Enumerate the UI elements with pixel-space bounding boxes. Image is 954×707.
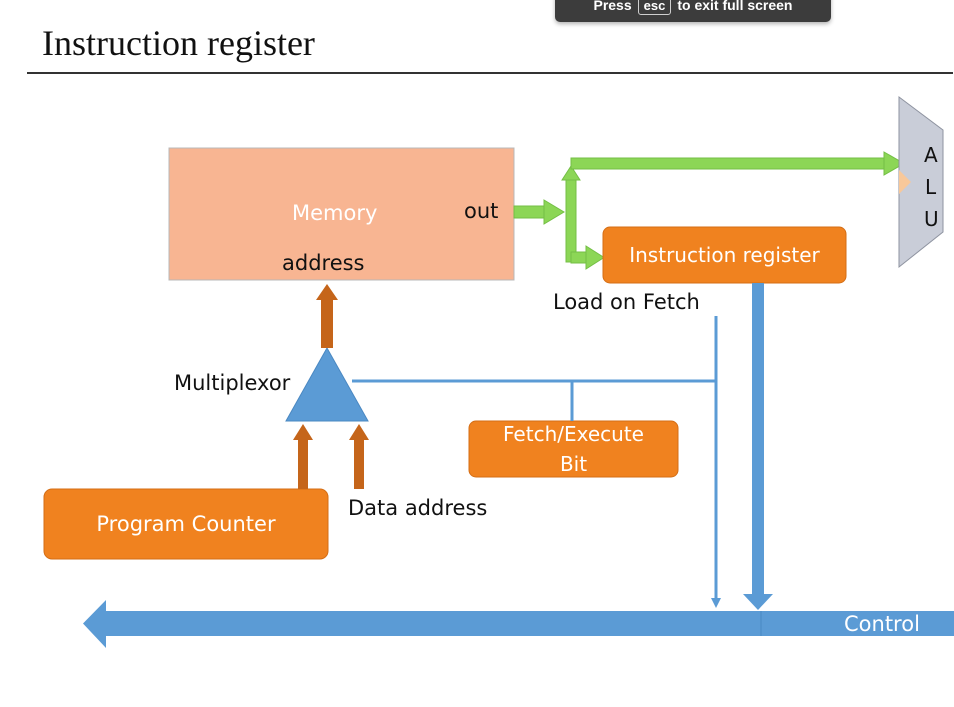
alu-letter-l: L <box>925 175 937 199</box>
memory-box <box>168 147 515 281</box>
memory-out-shaft <box>513 205 545 219</box>
slide-title: Instruction register <box>42 23 315 63</box>
data-address-head <box>349 424 369 440</box>
instruction-register-label: Instruction register <box>629 243 820 267</box>
fetch-execute-bit-label: Fetch/Execute Bit <box>469 421 678 477</box>
pc-to-mux-shaft <box>298 440 308 489</box>
alu-input-notch <box>899 170 911 194</box>
mux-to-address-shaft <box>321 300 333 348</box>
title-divider <box>27 72 953 74</box>
toast-press-text: Press <box>593 0 632 13</box>
memory-label: Memory <box>292 201 378 225</box>
alu-shape <box>898 96 944 269</box>
toast-message: to exit full screen <box>677 0 793 13</box>
load-fetch-arrowhead <box>711 598 721 608</box>
green-to-alu-head <box>883 151 906 176</box>
esc-key-badge: esc <box>637 0 672 15</box>
fullscreen-toast: Press esc to exit full screen <box>555 0 831 22</box>
pc-to-mux-head <box>293 424 313 440</box>
fetch-execute-line2: Bit <box>559 452 588 476</box>
alu-letter-u: U <box>924 207 939 231</box>
mux-to-address-head <box>316 284 338 300</box>
instruction-register-box <box>602 226 847 284</box>
multiplexor-triangle <box>285 346 369 422</box>
data-address-shaft <box>354 440 364 489</box>
ir-to-control-shaft <box>752 283 764 595</box>
control-bus-head <box>83 600 106 648</box>
green-to-alu-shaft <box>570 157 885 170</box>
green-vertical-bus <box>565 175 577 263</box>
load-on-fetch-label: Load on Fetch <box>553 290 700 314</box>
program-counter-label: Program Counter <box>96 512 276 536</box>
fetch-execute-line1: Fetch/Execute <box>503 422 644 446</box>
ir-to-control-head <box>743 594 773 610</box>
memory-address-label: address <box>282 251 365 275</box>
alu-letter-a: A <box>924 143 938 167</box>
memory-out-head <box>543 199 565 225</box>
program-counter-box <box>43 488 329 560</box>
multiplexor-label: Multiplexor <box>174 371 291 395</box>
address-arrows <box>293 284 369 489</box>
memory-out-label: out <box>464 199 499 223</box>
control-label: Control <box>844 612 920 636</box>
green-up-head <box>561 165 581 181</box>
green-to-ir-head <box>585 245 605 270</box>
green-to-ir-shaft <box>570 251 588 264</box>
green-data-arrows <box>513 151 906 270</box>
control-bus-shaft <box>106 611 954 636</box>
data-address-label: Data address <box>348 496 488 520</box>
load-on-fetch-lines <box>352 316 718 604</box>
